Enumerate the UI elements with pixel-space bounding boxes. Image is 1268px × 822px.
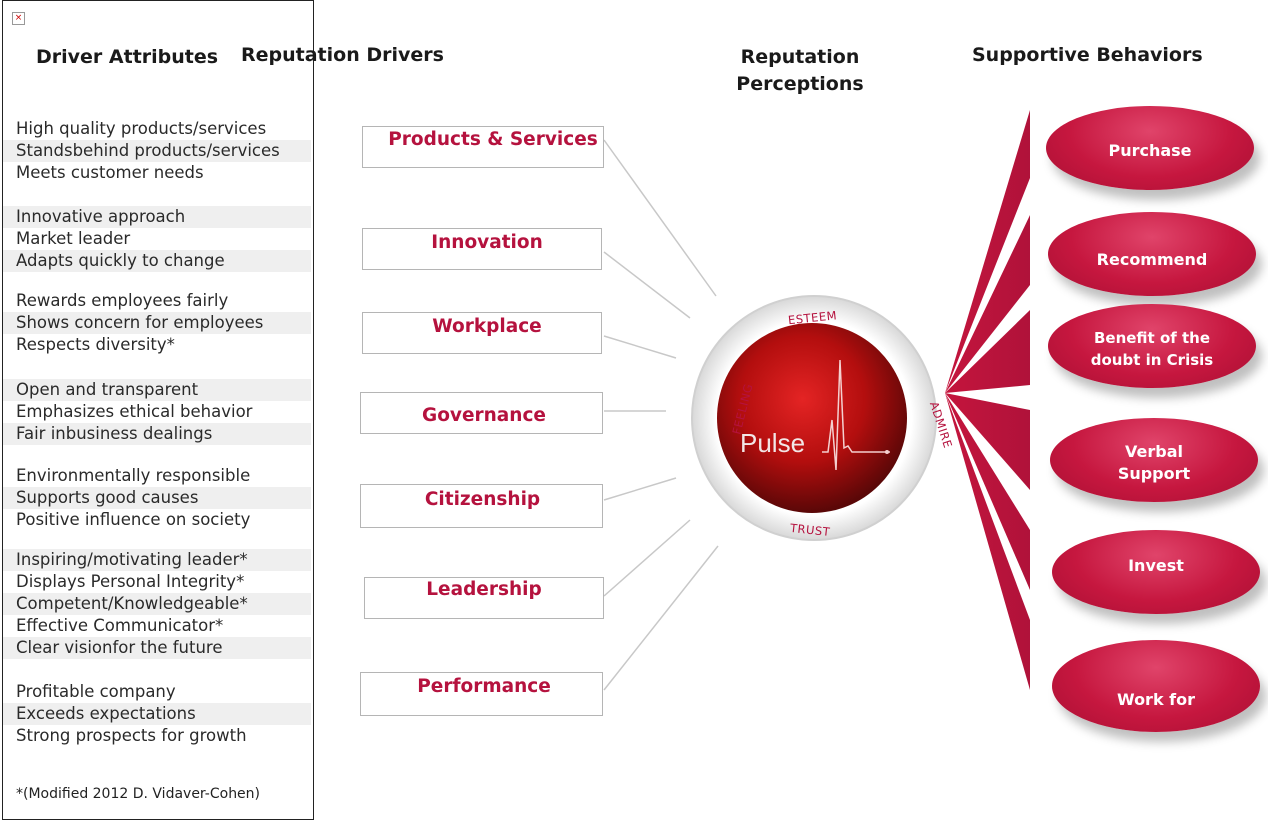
attribute-line: Standsbehind products/services	[3, 140, 311, 162]
heartbeat-dot	[885, 450, 889, 454]
behavior-label-line: Support	[1117, 464, 1191, 483]
ring-word-top: ESTEEM	[787, 308, 837, 327]
driver-label-governance: Governance	[422, 405, 546, 426]
driver-label-leadership: Leadership	[426, 579, 542, 600]
attribute-group-products: High quality products/services Standsbeh…	[3, 118, 311, 184]
driver-box-leadership	[364, 577, 604, 619]
attribute-line: Displays Personal Integrity*	[16, 572, 245, 591]
behavior-verbal-support: Verbal Support	[1050, 418, 1258, 502]
driver-box-citizenship	[360, 484, 603, 528]
driver-box-innovation	[362, 228, 602, 270]
fan-spike-invest	[945, 393, 1030, 590]
attribute-group-citizenship: Environmentally responsible Supports goo…	[3, 465, 311, 531]
heading-driver-attributes: Driver Attributes	[36, 46, 219, 68]
fan-spike-recommend	[945, 215, 1030, 393]
driver-label-innovation: Innovation	[431, 232, 543, 253]
behavior-recommend: Recommend	[1048, 212, 1256, 296]
ring-word-bottom: TRUST	[788, 521, 831, 539]
attribute-line: Shows concern for employees	[3, 312, 311, 334]
driver-label-products: Products & Services	[388, 129, 598, 150]
driver-label-performance: Performance	[417, 676, 551, 697]
behavior-fan	[945, 110, 1030, 690]
attribute-line: Strong prospects for growth	[16, 726, 247, 745]
attribute-line: Adapts quickly to change	[3, 250, 311, 272]
attribute-line: Clear visionfor the future	[3, 637, 311, 659]
fan-spike-verbal	[945, 393, 1030, 490]
attribute-line: Competent/Knowledgeable*	[3, 593, 311, 615]
fan-spike-benefit	[945, 310, 1030, 393]
attribute-group-leadership: Inspiring/motivating leader* Displays Pe…	[3, 549, 311, 659]
footnote: *(Modified 2012 D. Vidaver-Cohen)	[16, 786, 261, 802]
attribute-line: Profitable company	[16, 682, 176, 701]
attribute-line: Supports good causes	[3, 487, 311, 509]
behavior-work-for: Work for	[1052, 640, 1260, 732]
connector-lines	[603, 139, 719, 691]
attribute-line: Environmentally responsible	[16, 466, 251, 485]
pulse-inner-disc	[717, 323, 907, 513]
attribute-line: Open and transparent	[3, 379, 311, 401]
driver-box-performance	[360, 672, 603, 716]
attribute-line: High quality products/services	[16, 119, 267, 138]
heartbeat-line	[822, 359, 890, 471]
heading-perceptions-line-1: Reputation	[740, 46, 860, 68]
behavior-label-line: doubt in Crisis	[1090, 351, 1214, 369]
behavior-label: Purchase	[1108, 141, 1192, 160]
connector-innovation	[603, 251, 691, 319]
behavior-label: Recommend	[1096, 250, 1208, 269]
connector-leadership	[603, 519, 691, 597]
broken-image-icon: ×	[12, 12, 25, 25]
pulse-circle: Pulse ESTEEM ADMIRE TRUST FEELING	[691, 295, 955, 541]
attribute-line: Emphasizes ethical behavior	[16, 402, 253, 421]
heading-supportive-behaviors: Supportive Behaviors	[972, 44, 1203, 66]
fan-spike-purchase	[945, 110, 1030, 393]
attribute-line: Exceeds expectations	[3, 703, 311, 725]
connector-workplace	[603, 335, 677, 359]
attribute-line: Meets customer needs	[16, 163, 204, 182]
behavior-invest: Invest	[1052, 530, 1260, 614]
pulse-center-label: Pulse	[740, 428, 805, 458]
attribute-line: Fair inbusiness dealings	[3, 423, 311, 445]
driver-label-workplace: Workplace	[432, 316, 542, 337]
attribute-line: Market leader	[16, 229, 131, 248]
driver-box-governance	[360, 392, 603, 434]
heading-reputation-drivers: Reputation Drivers	[241, 44, 444, 66]
attribute-line: Effective Communicator*	[16, 616, 224, 635]
behavior-label: Invest	[1128, 556, 1184, 575]
attribute-line: Rewards employees fairly	[16, 291, 229, 310]
attribute-line: Positive influence on society	[16, 510, 251, 529]
behavior-purchase: Purchase	[1046, 106, 1254, 190]
fan-spike-work	[945, 393, 1030, 690]
attribute-line: Respects diversity*	[16, 335, 175, 354]
behavior-benefit-of-doubt: Benefit of the doubt in Crisis	[1048, 304, 1256, 388]
attribute-line: Innovative approach	[3, 206, 311, 228]
driver-label-citizenship: Citizenship	[424, 489, 541, 510]
behavior-label: Work for	[1116, 690, 1195, 709]
behavior-label: Verbal Support	[1118, 435, 1190, 485]
connector-products	[603, 139, 717, 297]
behavior-label: Benefit of the doubt in Crisis	[1091, 321, 1213, 371]
connector-performance	[603, 545, 719, 691]
heading-reputation-perceptions: Reputation Perceptions	[730, 44, 870, 98]
attribute-group-workplace: Rewards employees fairly Shows concern f…	[3, 290, 311, 356]
connector-citizenship	[603, 477, 677, 501]
driver-box-workplace	[362, 312, 602, 354]
driver-box-products	[362, 126, 604, 168]
driver-attributes-panel	[2, 0, 314, 820]
attribute-group-innovation: Innovative approach Market leader Adapts…	[3, 206, 311, 272]
attribute-group-governance: Open and transparent Emphasizes ethical …	[3, 379, 311, 445]
behavior-label-line: Benefit of the	[1093, 329, 1211, 347]
attribute-line: Inspiring/motivating leader*	[3, 549, 311, 571]
attribute-group-performance: Profitable company Exceeds expectations …	[3, 681, 311, 747]
behavior-label-line: Verbal	[1125, 442, 1183, 461]
heading-perceptions-line-2: Perceptions	[736, 73, 864, 95]
